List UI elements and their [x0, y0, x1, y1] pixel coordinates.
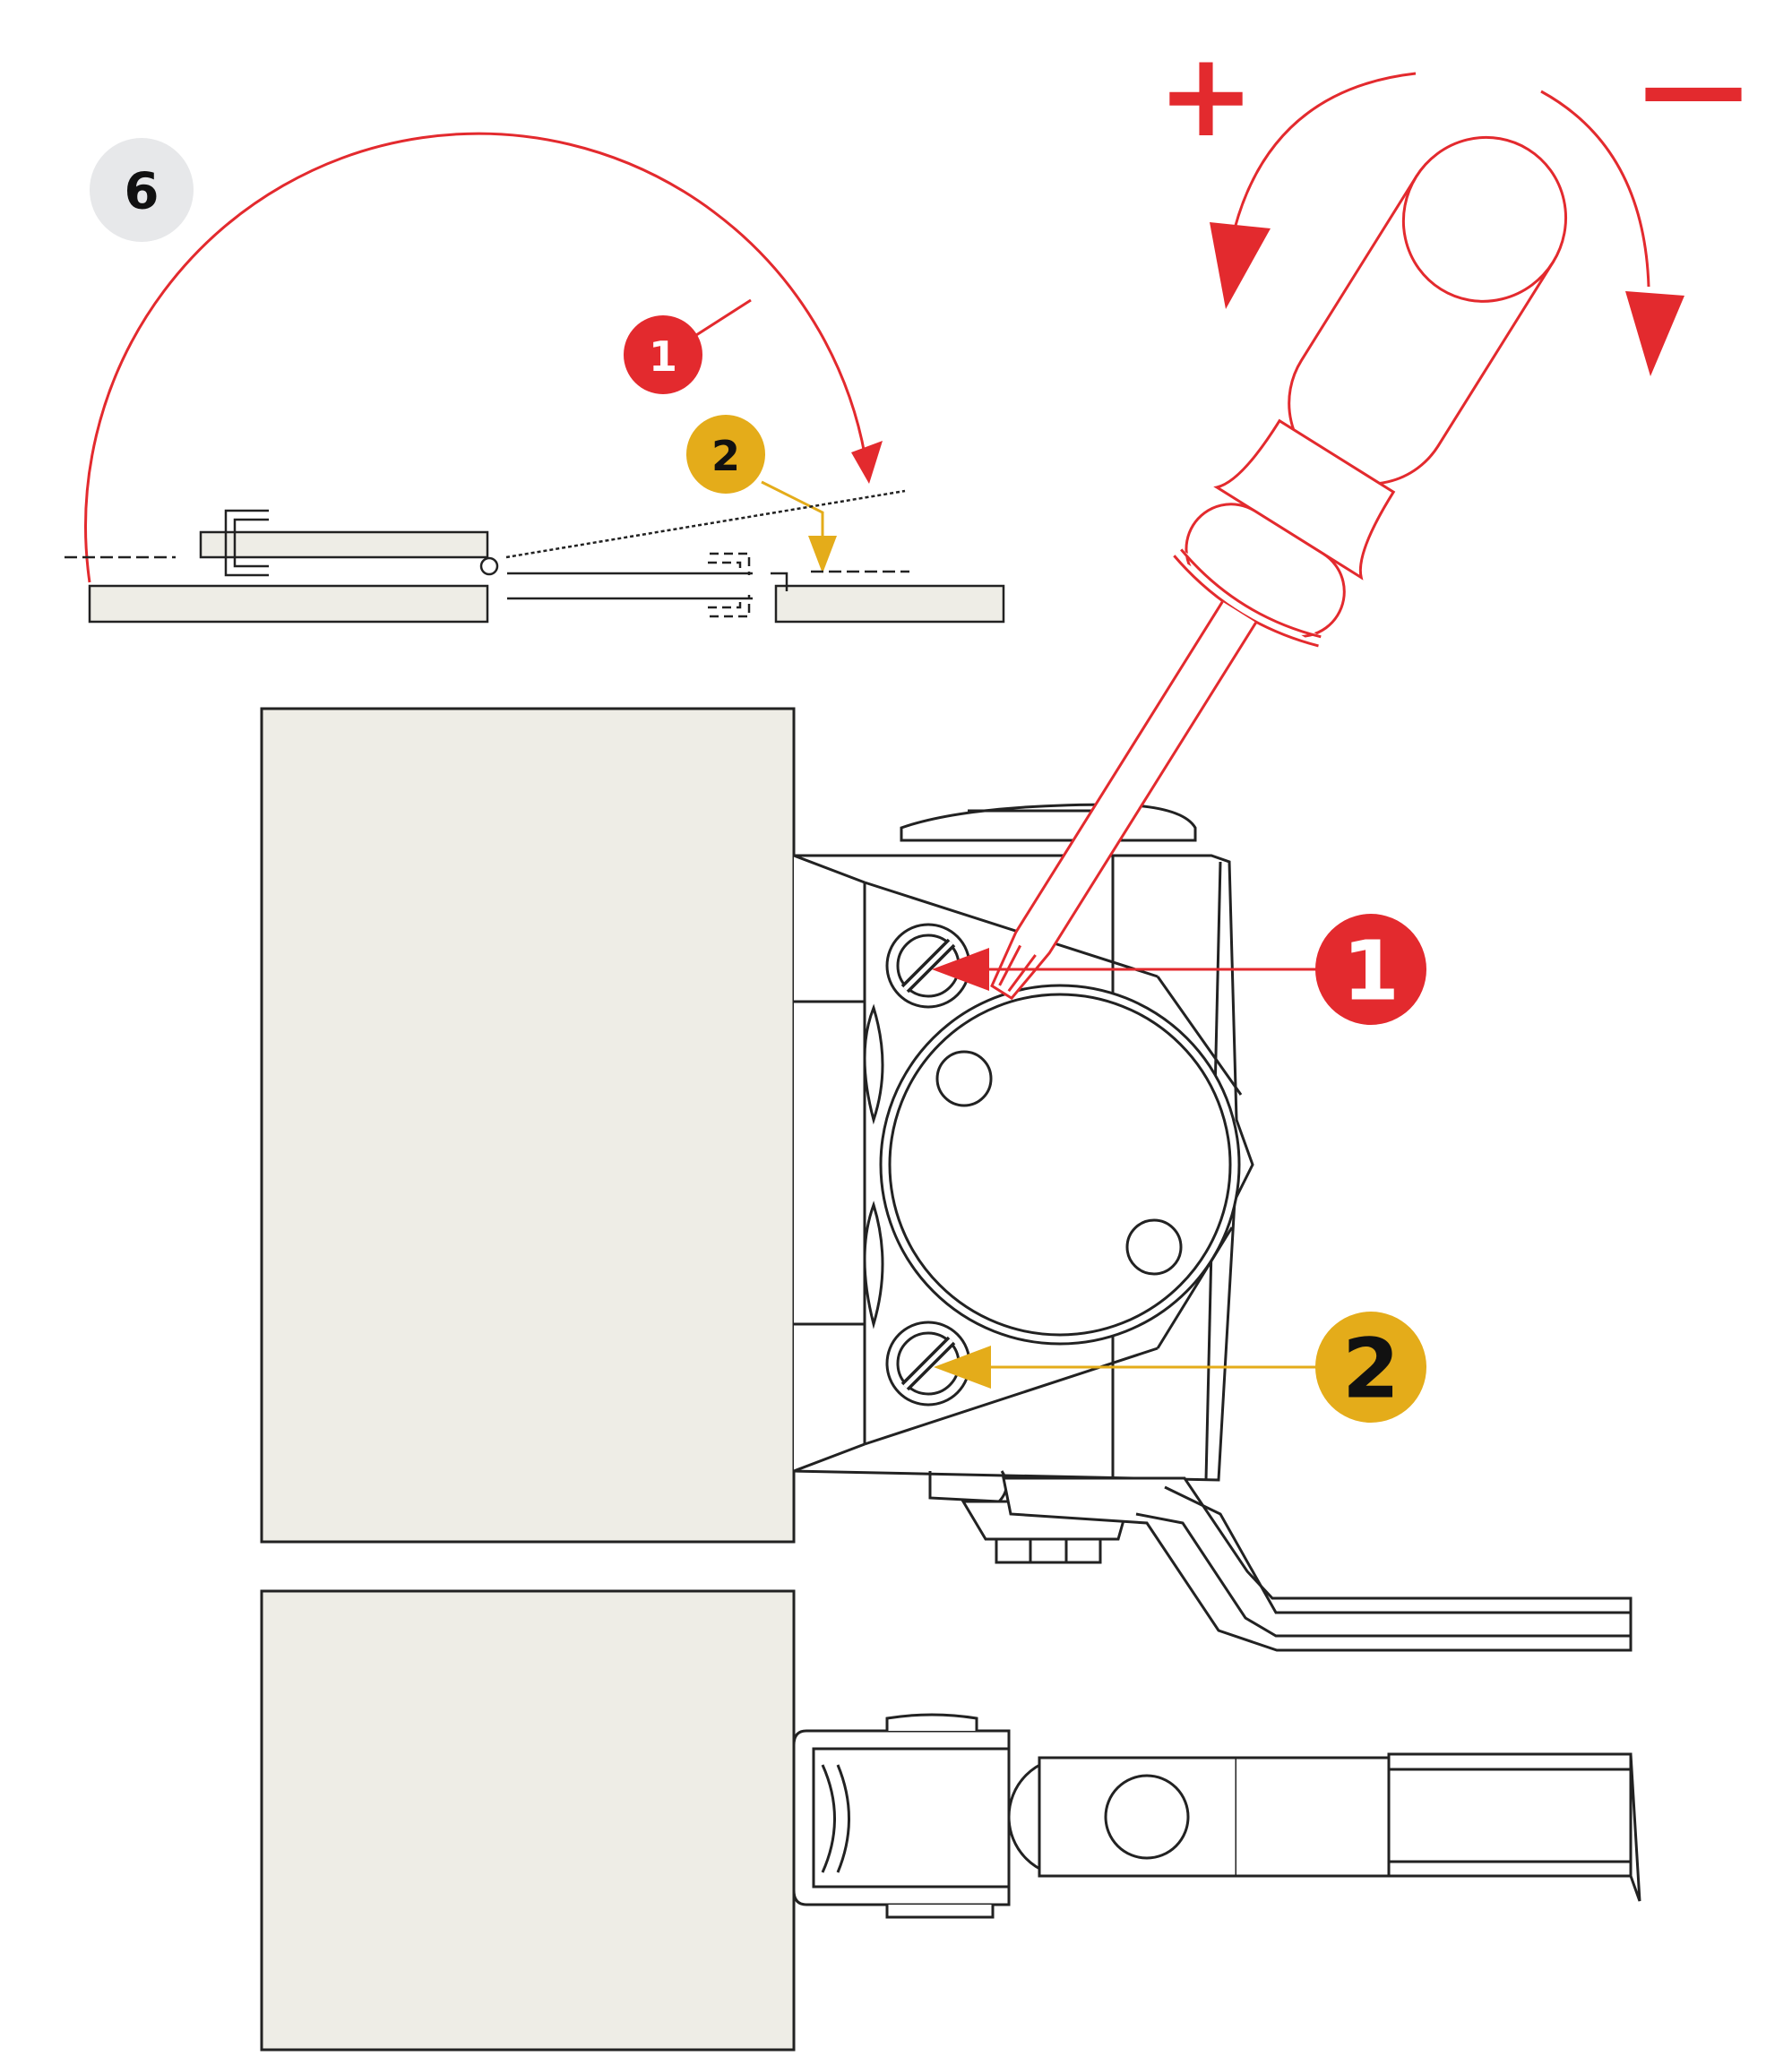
svg-text:2: 2 — [711, 432, 740, 480]
door-profile — [774, 584, 1005, 624]
step-badge-circle — [90, 138, 194, 242]
arrowhead-2-top — [808, 536, 837, 573]
pivot-point — [479, 556, 499, 576]
side-screw-lower — [863, 1200, 884, 1329]
adjustment-disc-outer — [879, 984, 1241, 1346]
svg-text:1: 1 — [1342, 924, 1400, 1020]
rotate-cw-arc — [1540, 90, 1650, 288]
adjustment-screw-1 — [885, 923, 971, 1009]
door-swing-schematic: 1 2 — [65, 132, 1005, 624]
hinge-arm — [1002, 1476, 1633, 1652]
callout-1-small: 1 — [624, 315, 702, 394]
frame-profile — [88, 584, 489, 624]
swing-arc — [84, 132, 869, 583]
lower-hinge-assembly — [792, 1713, 1641, 1919]
minus-sign: — — [1640, 26, 1747, 151]
rotate-ccw-arrowhead — [1210, 222, 1271, 309]
swing-arrowhead — [851, 441, 883, 484]
sash-profile — [199, 530, 489, 559]
callout-1-large: 1 — [932, 914, 1426, 1025]
callout-2-large: 2 — [934, 1312, 1426, 1423]
lower-hinge-cup — [792, 1729, 1011, 1906]
step-badge: 6 — [90, 138, 194, 242]
screwdriver-tool — [990, 135, 1568, 1001]
callout-2-circle — [1315, 1312, 1426, 1423]
svg-text:2: 2 — [1342, 1321, 1400, 1417]
arrowhead-2 — [934, 1346, 991, 1389]
svg-text:1: 1 — [649, 332, 677, 381]
upper-hinge-assembly — [793, 803, 1633, 1652]
screwdriver-shaft — [990, 600, 1257, 1001]
open-door-line — [505, 489, 906, 559]
plus-sign: + — [1158, 27, 1255, 163]
rotate-ccw-arc — [1233, 72, 1417, 229]
adjustment-screw-2 — [885, 1321, 971, 1407]
lower-hinge-mount-plate — [1387, 1752, 1633, 1878]
disc-hole-lower — [1125, 1218, 1183, 1276]
lower-door-panel — [260, 1589, 796, 2052]
callout-1-circle — [1315, 914, 1426, 1025]
arrowhead-1 — [932, 948, 989, 991]
rotate-cw-arrowhead — [1625, 291, 1684, 376]
hinge-clip-left — [224, 509, 269, 577]
side-screw-upper — [863, 1003, 884, 1125]
disc-hole-upper — [935, 1050, 993, 1107]
upper-door-panel — [260, 707, 796, 1544]
screwdriver-neck — [1213, 418, 1396, 581]
lower-hinge-pin — [1104, 1774, 1190, 1860]
rotation-indicator: + — — [1158, 26, 1747, 376]
callout-2-small: 2 — [686, 415, 765, 494]
step-number: 6 — [125, 163, 159, 221]
